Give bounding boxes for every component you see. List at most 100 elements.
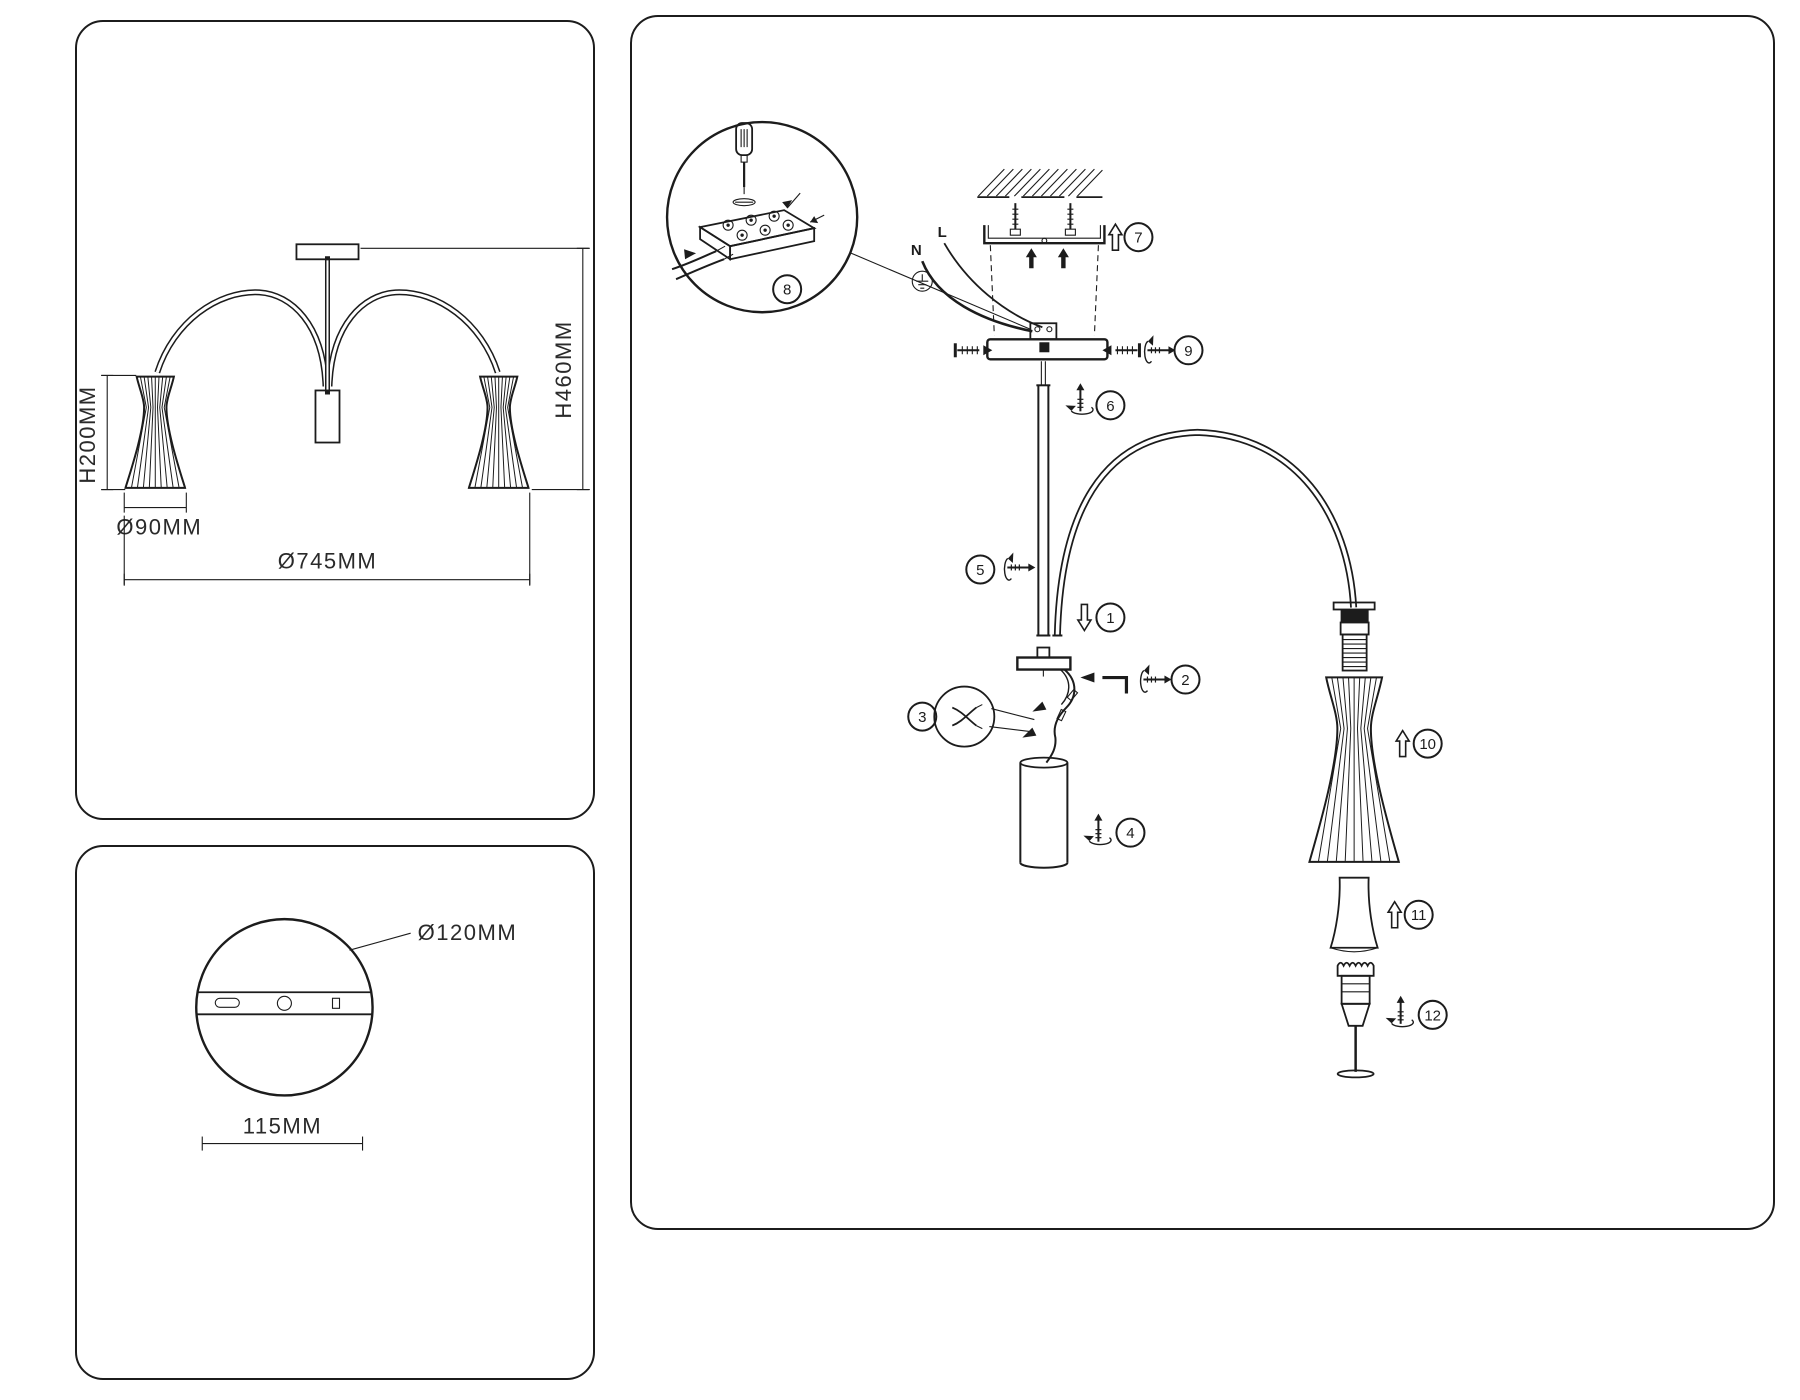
step-12-indicator: 12 <box>1384 994 1448 1030</box>
step-badge-12: 12 <box>1417 999 1448 1030</box>
up-arrow-icon <box>1057 248 1069 269</box>
rotation-screw-icon <box>1003 551 1037 582</box>
svg-text:5: 5 <box>976 562 984 579</box>
dim-label-h200: H200MM <box>77 385 100 483</box>
step-badge-8: 8 <box>772 274 803 305</box>
step-badge-2: 2 <box>1170 664 1201 695</box>
step-badge-9: 9 <box>1173 335 1204 366</box>
dim-d90: Ø90MM <box>116 492 202 540</box>
mounting-bracket <box>983 225 1106 269</box>
step-badge-1: 1 <box>1095 602 1126 633</box>
step-2-indicator: 2 <box>1080 663 1201 695</box>
step-badge-6: 6 <box>1095 390 1126 421</box>
svg-text:6: 6 <box>1106 398 1114 415</box>
assembly-drawing: 7 <box>665 120 1448 1079</box>
diffuser <box>1329 876 1379 953</box>
step-badge-4: 4 <box>1115 817 1146 848</box>
canopy-assembly <box>953 245 1141 361</box>
rotation-screw-icon <box>1139 663 1173 694</box>
svg-text:8: 8 <box>783 282 791 299</box>
detail-leader-line <box>850 252 1031 330</box>
assembly-steps-panel: 7 <box>630 15 1775 1230</box>
shade <box>1308 676 1400 863</box>
right-arm-arc <box>326 289 501 387</box>
step-1-indicator: 1 <box>1077 602 1126 633</box>
canopy-circle <box>195 917 374 1097</box>
insert-arrow-icon <box>684 249 697 260</box>
up-arrow-icon <box>1387 900 1402 929</box>
step-5-indicator: 5 <box>965 551 1037 585</box>
bulb-socket <box>1336 961 1375 1027</box>
mount-band <box>197 991 372 1016</box>
dim-label-h460: H460MM <box>551 320 576 418</box>
dim-label-d120: Ø120MM <box>418 920 518 945</box>
left-shade <box>124 375 186 489</box>
ceiling-screw-left <box>1009 203 1021 236</box>
terminal-wires <box>671 245 734 281</box>
right-shade <box>468 375 530 489</box>
dim-115: 115MM <box>201 1114 364 1151</box>
insert-arrow-icon <box>1080 672 1095 683</box>
step-11-indicator: 11 <box>1387 899 1434 930</box>
svg-text:7: 7 <box>1134 230 1142 247</box>
up-arrow-icon <box>1395 729 1410 758</box>
dim-label-115: 115MM <box>243 1114 322 1139</box>
canopy-screw-left <box>953 343 993 358</box>
step-badge-3: 3 <box>907 701 938 732</box>
bulb-pin <box>1336 1025 1375 1079</box>
svg-text:9: 9 <box>1184 343 1192 360</box>
dim-label-d90: Ø90MM <box>116 515 202 540</box>
allen-key-icon <box>1102 675 1129 694</box>
wire-connector <box>1029 322 1058 341</box>
rotation-screw-icon <box>1082 812 1113 846</box>
dim-d120: Ø120MM <box>349 920 518 951</box>
rotation-screw-icon <box>1143 334 1177 364</box>
svg-text:12: 12 <box>1424 1007 1441 1024</box>
step-7-indicator: 7 <box>1108 222 1154 253</box>
strain-relief <box>1039 342 1050 353</box>
tighten-arrows <box>782 192 825 224</box>
down-rod <box>1036 361 1051 637</box>
wire-detail-zoom <box>933 685 1035 748</box>
up-arrow-icon <box>1025 248 1037 269</box>
svg-text:2: 2 <box>1181 672 1189 689</box>
terminal-block <box>697 209 817 261</box>
down-arrow-icon <box>1077 603 1092 632</box>
lamp-dimensions-panel: H200MM Ø90MM Ø745MM <box>75 20 595 820</box>
up-arrow-icon <box>1108 223 1123 251</box>
svg-text:10: 10 <box>1419 736 1436 753</box>
leader-line <box>349 932 411 951</box>
dim-h200: H200MM <box>77 374 137 491</box>
svg-text:4: 4 <box>1126 825 1134 842</box>
ceiling-plate <box>295 243 360 261</box>
lamp-body-cylinder <box>1019 756 1069 869</box>
mount-notch <box>331 997 341 1009</box>
center-body <box>314 389 341 444</box>
mount-slot <box>214 997 240 1008</box>
detail-terminal-zoom <box>665 120 859 314</box>
socket-assembly <box>1332 601 1376 672</box>
ceiling-screw-right <box>1064 203 1076 236</box>
ceiling-hatch <box>977 168 1103 197</box>
wire-label-l: L <box>938 224 947 241</box>
svg-text:11: 11 <box>1411 907 1427 924</box>
base-view-drawing: Ø120MM 115MM <box>195 917 518 1151</box>
terminal-screw-head <box>732 198 756 207</box>
dim-h460: H460MM <box>360 247 590 491</box>
canopy-screw-right <box>1102 343 1141 358</box>
step-10-indicator: 10 <box>1395 728 1443 759</box>
base-dimensions-panel: Ø120MM 115MM <box>75 845 595 1380</box>
body-wires <box>1022 668 1079 764</box>
wire-label-n: N <box>911 242 922 259</box>
lamp-front-view-drawing: H200MM Ø90MM Ø745MM <box>77 243 590 586</box>
ceiling-section <box>977 168 1103 236</box>
arm-base-plate <box>1016 646 1072 677</box>
step-badge-11: 11 <box>1403 899 1434 930</box>
screwdriver-icon <box>735 122 754 195</box>
step-4-indicator: 4 <box>1082 812 1146 848</box>
dim-d745: Ø745MM <box>123 492 531 586</box>
ground-symbol-icon <box>911 270 933 292</box>
step-6-indicator: 6 <box>1064 382 1126 421</box>
svg-text:3: 3 <box>918 709 926 726</box>
rotation-screw-icon <box>1064 382 1095 416</box>
